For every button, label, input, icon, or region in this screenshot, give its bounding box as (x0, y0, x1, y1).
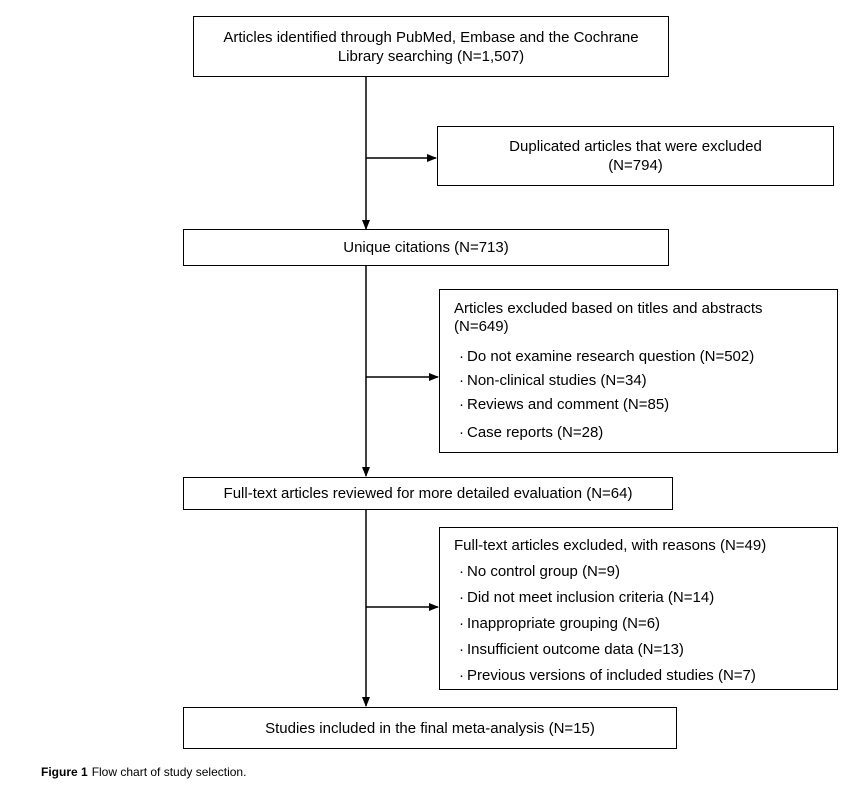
exclusion-reason-item: Reviews and comment (N=85) (454, 396, 823, 414)
unique-citations-box: Unique citations (N=713) (183, 229, 669, 266)
fulltext-reviewed-text: Full-text articles reviewed for more det… (223, 485, 633, 502)
exclusion-reason-item: Previous versions of included studies (N… (454, 667, 823, 685)
exclusion-reason-item: No control group (N=9) (454, 563, 823, 581)
identified-box: Articles identified through PubMed, Emba… (193, 16, 669, 77)
exclusion-reason-item: Did not meet inclusion criteria (N=14) (454, 589, 823, 607)
included-studies-text: Studies included in the final meta-analy… (265, 719, 595, 737)
identified-line1: Articles identified through PubMed, Emba… (223, 28, 639, 46)
exclusion-reason-item: Non-clinical studies (N=34) (454, 372, 823, 390)
figure-caption-text: Flow chart of study selection. (91, 765, 247, 779)
unique-citations-text: Unique citations (N=713) (343, 239, 509, 256)
duplicates-box: Duplicated articles that were excluded (… (437, 126, 834, 186)
title-abstract-heading: Articles excluded based on titles and ab… (454, 300, 763, 317)
identified-line2: Library searching (N=1,507) (337, 47, 525, 65)
exclusion-reason-item: Case reports (N=28) (454, 424, 823, 442)
included-studies-box: Studies included in the final meta-analy… (183, 707, 677, 749)
exclusion-reason-item: Do not examine research question (N=502) (454, 348, 823, 366)
fulltext-excluded-heading: Full-text articles excluded, with reason… (454, 537, 767, 554)
figure-label: Figure 1 (41, 765, 88, 779)
title-abstract-count: (N=649) (454, 318, 509, 335)
duplicates-line1: Duplicated articles that were excluded (509, 138, 762, 155)
exclusion-reason-item: Insufficient outcome data (N=13) (454, 641, 823, 659)
duplicates-line2: (N=794) (608, 157, 663, 174)
fulltext-excluded-box: Full-text articles excluded, with reason… (439, 527, 838, 690)
fulltext-reviewed-box: Full-text articles reviewed for more det… (183, 477, 673, 510)
exclusion-reason-item: Inappropriate grouping (N=6) (454, 615, 823, 633)
title-abstract-excluded-box: Articles excluded based on titles and ab… (439, 289, 838, 453)
